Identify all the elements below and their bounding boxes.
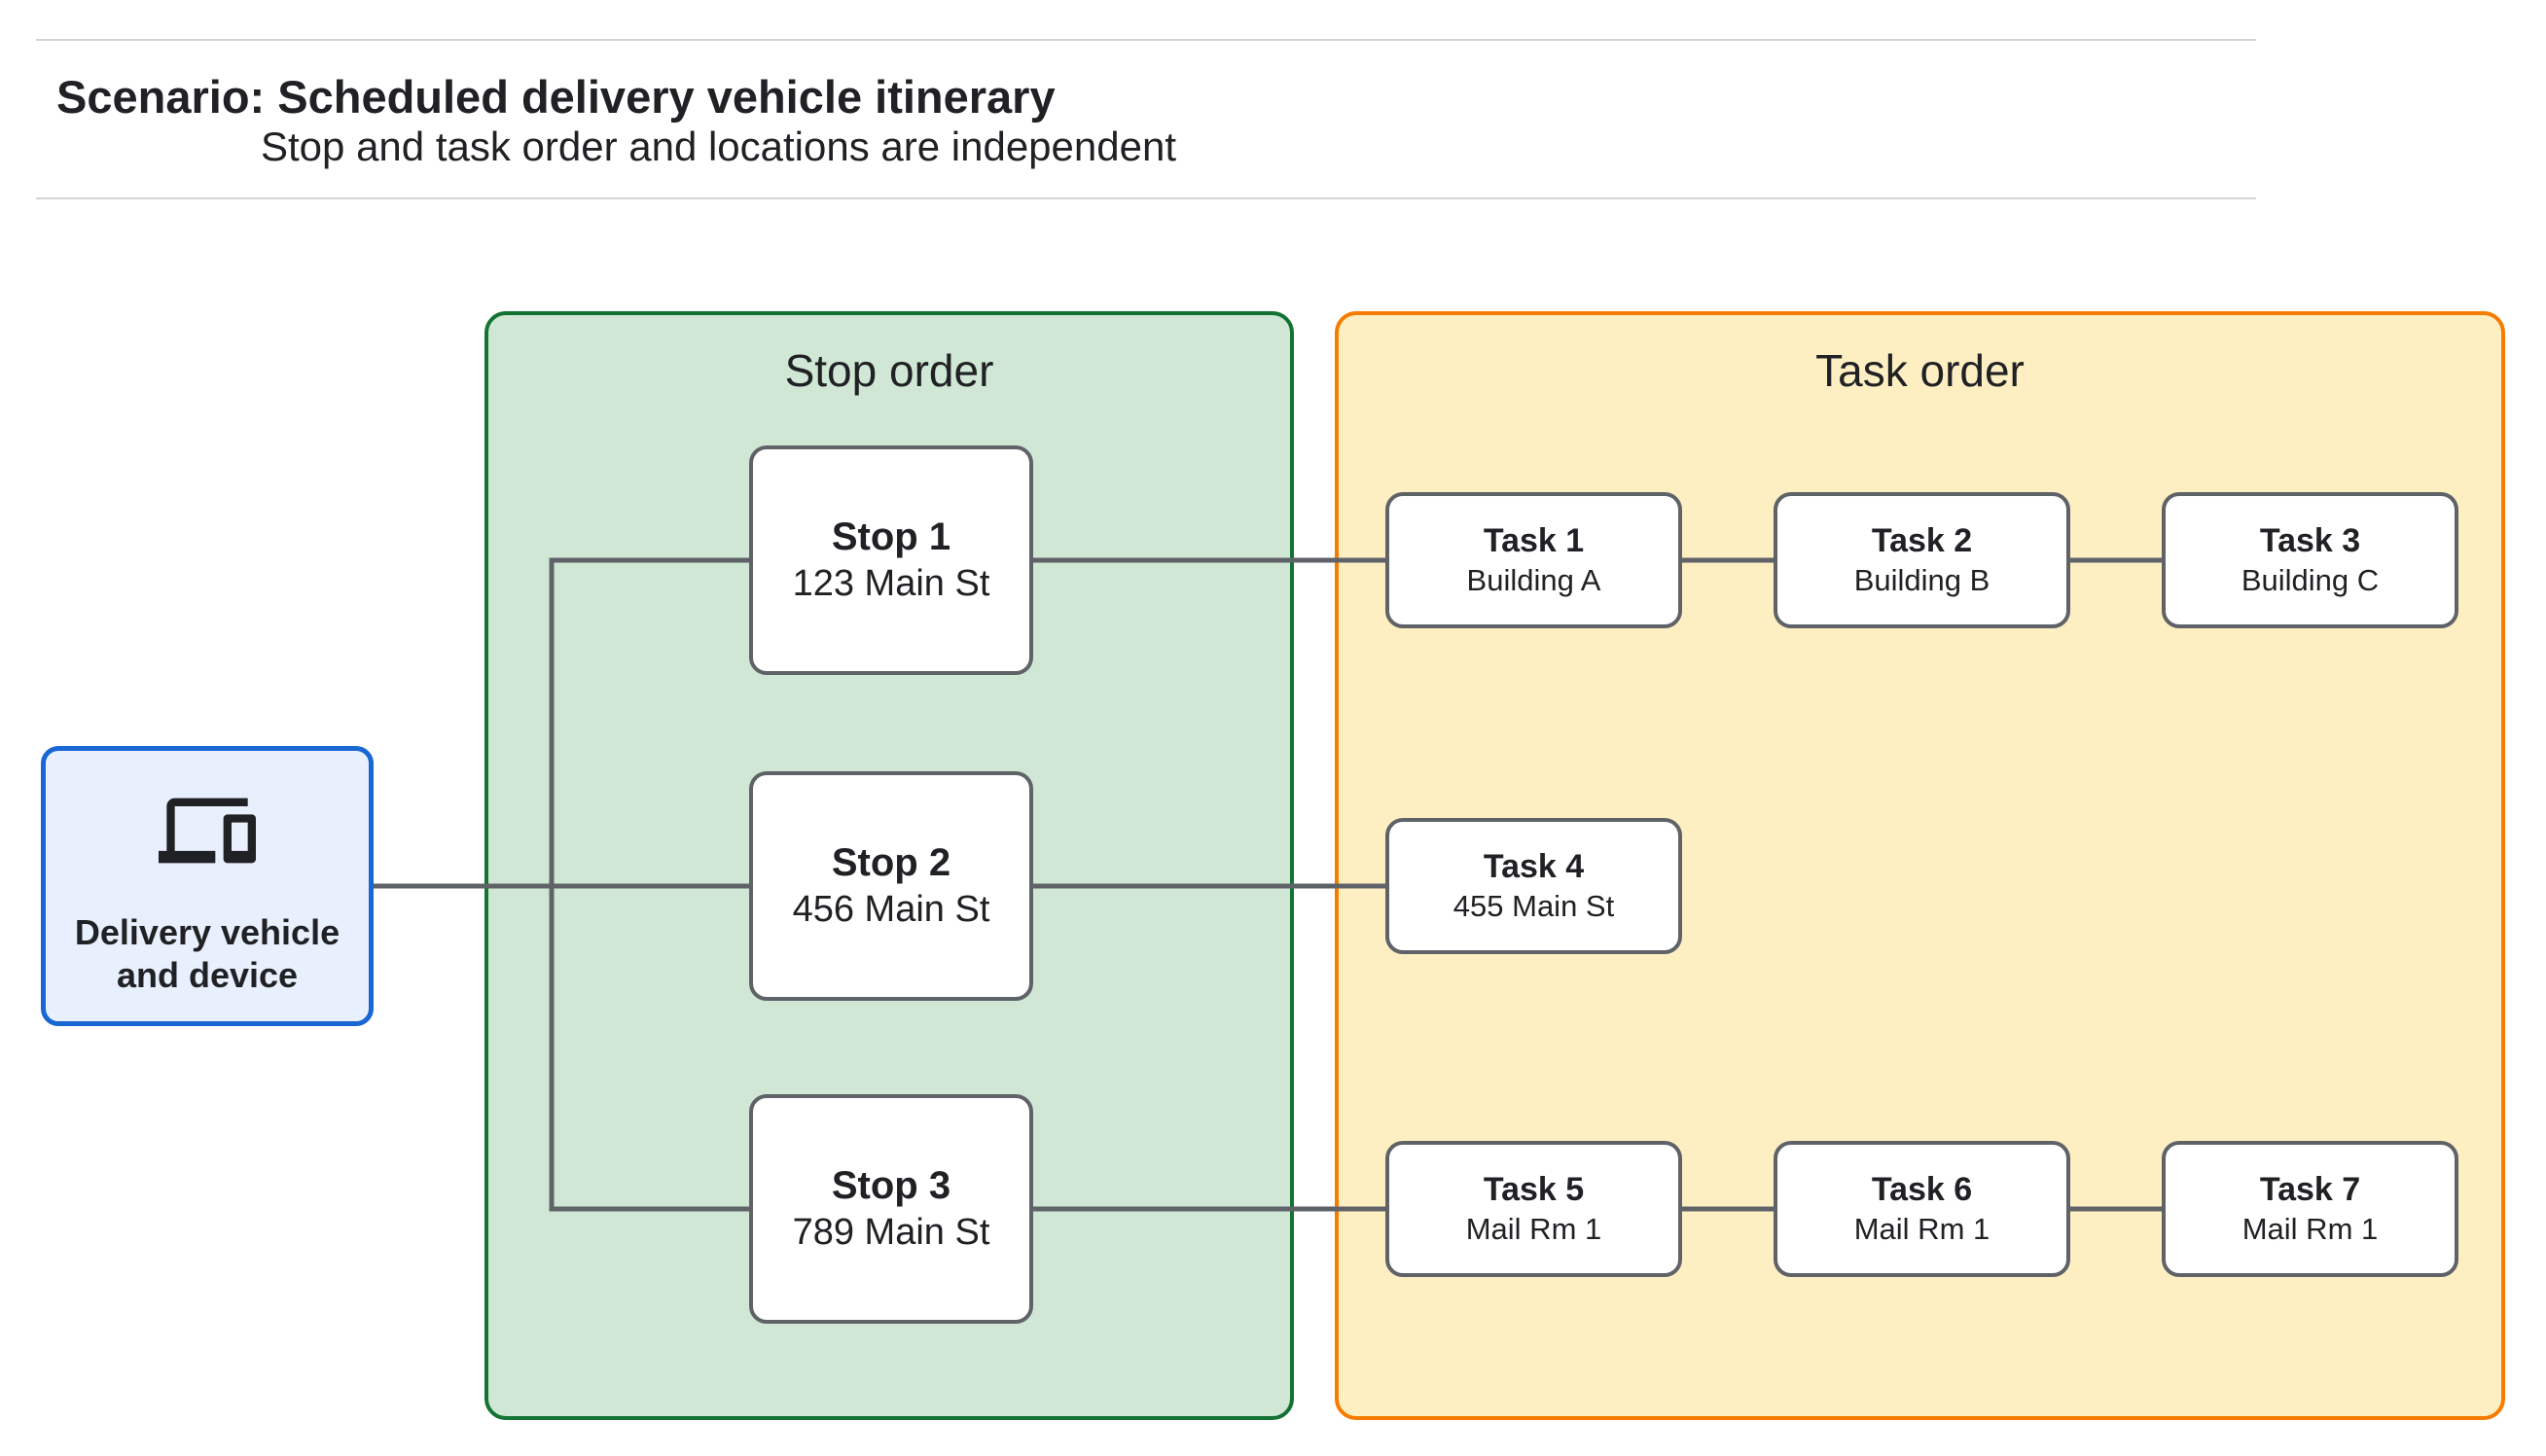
task-1-location: Building A: [1466, 563, 1601, 597]
header-rule-bottom: [36, 197, 2256, 199]
delivery-vehicle-label-line2: and device: [116, 955, 299, 995]
task-4-node: Task 4 455 Main St: [1385, 818, 1682, 954]
delivery-vehicle-label-line1: Delivery vehicle: [74, 912, 341, 952]
task-6-label: Task 6: [1871, 1171, 1973, 1208]
stop-3-node: Stop 3 789 Main St: [749, 1094, 1033, 1324]
stop-1-address: 123 Main St: [792, 563, 990, 604]
task-3-location: Building C: [2241, 563, 2380, 597]
task-7-node: Task 7 Mail Rm 1: [2162, 1141, 2458, 1277]
delivery-vehicle-label: Delivery vehicle and device: [46, 911, 369, 997]
stop-2-label: Stop 2: [831, 841, 951, 884]
task-order-panel-title: Task order: [1815, 345, 2025, 396]
stop-3-address: 789 Main St: [792, 1212, 990, 1253]
task-4-label: Task 4: [1483, 848, 1585, 885]
task-2-node: Task 2 Building B: [1774, 492, 2070, 628]
stop-2-node: Stop 2 456 Main St: [749, 771, 1033, 1001]
task-5-location: Mail Rm 1: [1465, 1212, 1602, 1246]
stop-1-label: Stop 1: [831, 515, 951, 558]
stop-1-node: Stop 1 123 Main St: [749, 445, 1033, 675]
task-5-node: Task 5 Mail Rm 1: [1385, 1141, 1682, 1277]
task-7-label: Task 7: [2259, 1171, 2361, 1208]
task-1-label: Task 1: [1483, 522, 1585, 559]
task-5-label: Task 5: [1483, 1171, 1585, 1208]
task-7-location: Mail Rm 1: [2241, 1212, 2379, 1246]
header-rule-top: [36, 39, 2256, 41]
task-3-label: Task 3: [2259, 522, 2361, 559]
task-3-node: Task 3 Building C: [2162, 492, 2458, 628]
page-title: Scenario: Scheduled delivery vehicle iti…: [56, 71, 1056, 123]
task-4-location: 455 Main St: [1452, 889, 1615, 923]
task-6-location: Mail Rm 1: [1853, 1212, 1990, 1246]
task-2-location: Building B: [1853, 563, 1990, 597]
page-subtitle: Stop and task order and locations are in…: [261, 124, 1177, 169]
task-2-label: Task 2: [1871, 522, 1973, 559]
task-6-node: Task 6 Mail Rm 1: [1774, 1141, 2070, 1277]
devices-icon: [159, 798, 256, 864]
stop-3-label: Stop 3: [831, 1164, 951, 1207]
task-1-node: Task 1 Building A: [1385, 492, 1682, 628]
delivery-vehicle-node: Delivery vehicle and device: [41, 746, 374, 1026]
stop-order-panel-title: Stop order: [784, 345, 994, 396]
stop-2-address: 456 Main St: [792, 889, 990, 930]
